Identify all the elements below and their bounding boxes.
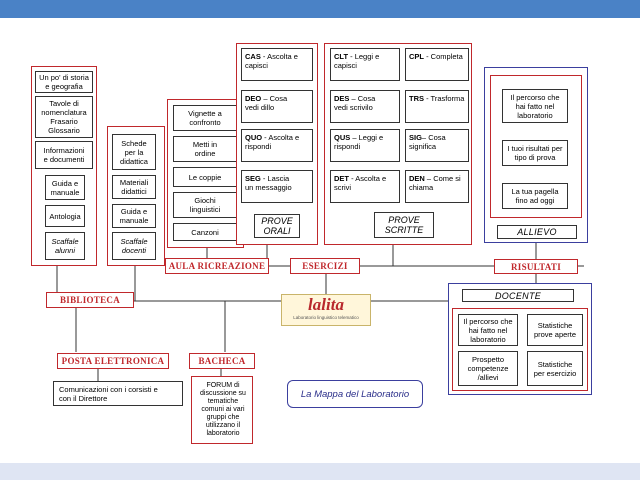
esercizio-separator: - (260, 174, 268, 183)
allievo-item-risultati[interactable]: I tuoi risultati per tipo di prova (502, 140, 568, 166)
biblioteca-item-storia[interactable]: Un po' di storia e geografia (35, 71, 93, 93)
scaffale-alunni[interactable]: Scaffale alunni (45, 232, 85, 260)
docente-item-percorso[interactable]: Il percorso che hai fatto nel laboratori… (458, 314, 518, 346)
esercizio-separator: - (260, 52, 268, 61)
esercizio-separator: - (424, 52, 431, 61)
esercizio-code: CLT (334, 52, 349, 61)
logo-word: lalita (308, 295, 344, 314)
posta-description: Comunicazioni con i corsisti e con il Di… (53, 381, 183, 406)
biblioteca-item-tavole[interactable]: Tavole di nomenclatura Frasario Glossari… (35, 96, 93, 138)
aula-item-vignette[interactable]: Vignette a confronto (173, 105, 237, 131)
esercizio-code: QUO (245, 133, 263, 142)
esercizio-code: SIG (409, 133, 422, 142)
bacheca-forum[interactable]: FORUM di discussione su tematiche comuni… (195, 378, 251, 442)
esercizio-text: Lascia un messaggio (245, 174, 292, 192)
biblioteca-item-guida-docenti[interactable]: Guida e manuale (112, 204, 156, 228)
esercizio-text: Leggi e rispondi (334, 133, 384, 151)
esercizio-trs[interactable]: TRS - Trasforma (405, 90, 469, 123)
docente-item-statistiche[interactable]: Statistiche per esercizio (527, 351, 583, 386)
docente-item-prove-aperte[interactable]: Statistiche prove aperte (527, 314, 583, 346)
biblioteca-item-materiali[interactable]: Materiali didattici (112, 175, 156, 199)
bottom-band (0, 463, 640, 480)
esercizio-code: SEG (245, 174, 261, 183)
map-title: La Mappa del Laboratorio (287, 380, 423, 408)
esercizio-separator: – (261, 94, 270, 103)
aula-item-giochi[interactable]: Giochi linguistici (173, 192, 237, 218)
logo-subtitle: Laboratorio linguistico telematico (293, 315, 359, 320)
esercizio-separator: – (349, 94, 358, 103)
esercizio-separator: – (424, 174, 434, 183)
allievo-item-pagella[interactable]: La tua pagella fino ad oggi (502, 183, 568, 209)
esercizio-text: Come si chiama (409, 174, 461, 192)
esercizio-text: Completa (430, 52, 463, 61)
esercizio-separator: – (421, 133, 429, 142)
docente-label[interactable]: DOCENTE (462, 289, 574, 302)
posta-elettronica-label[interactable]: POSTA ELETTRONICA (57, 353, 169, 369)
aula-item-coppie[interactable]: Le coppie (173, 167, 237, 187)
esercizio-text: Cosa significa (409, 133, 446, 151)
esercizio-separator: - (424, 94, 431, 103)
esercizio-code: DEN (409, 174, 425, 183)
aula-item-metti[interactable]: Metti in ordine (173, 136, 237, 162)
lalita-logo[interactable]: lalita Laboratorio linguistico telematic… (281, 294, 371, 326)
esercizio-clt[interactable]: CLT - Leggi e capisci (330, 48, 400, 81)
esercizio-des[interactable]: DES – Cosa vedi scrivilo (330, 90, 400, 123)
biblioteca-item-antologia[interactable]: Antologia (45, 205, 85, 227)
esercizio-text: Ascolta e scrivi (334, 174, 387, 192)
docente-item-competenze[interactable]: Prospetto competenze /allievi (458, 351, 518, 386)
esercizio-quo[interactable]: QUO - Ascolta e rispondi (241, 129, 313, 162)
esercizio-code: CAS (245, 52, 261, 61)
esercizio-separator: - (349, 174, 356, 183)
esercizio-cpl[interactable]: CPL - Completa (405, 48, 469, 81)
esercizio-sig[interactable]: SIG– Cosa significa (405, 129, 469, 162)
esercizio-text: Cosa vedi dillo (245, 94, 288, 112)
allievo-label[interactable]: ALLIEVO (497, 225, 577, 239)
esercizio-code: DET (334, 174, 349, 183)
esercizio-den[interactable]: DEN – Come si chiama (405, 170, 469, 203)
esercizio-code: QUS (334, 133, 351, 142)
allievo-item-percorso[interactable]: Il percorso che hai fatto nel laboratori… (502, 89, 568, 123)
esercizio-text: Trasforma (430, 94, 465, 103)
prove-scritte-label[interactable]: PROVE SCRITTE (374, 212, 434, 238)
esercizio-text: Leggi e capisci (334, 52, 380, 70)
biblioteca-item-informazioni[interactable]: Informazioni e documenti (35, 141, 93, 169)
esercizio-separator: - (348, 52, 355, 61)
esercizio-separator: – (350, 133, 359, 142)
esercizio-code: DEO (245, 94, 262, 103)
esercizio-text: Cosa vedi scrivilo (334, 94, 376, 112)
esercizio-deo[interactable]: DEO – Cosa vedi dillo (241, 90, 313, 123)
esercizio-code: TRS (409, 94, 424, 103)
biblioteca-label[interactable]: BIBLIOTECA (46, 292, 134, 308)
esercizio-qus[interactable]: QUS – Leggi e rispondi (330, 129, 400, 162)
esercizio-code: DES (334, 94, 350, 103)
esercizio-code: CPL (409, 52, 424, 61)
esercizio-text: Ascolta e capisci (245, 52, 298, 70)
risultati-label[interactable]: RISULTATI (494, 259, 578, 274)
esercizio-cas[interactable]: CAS - Ascolta e capisci (241, 48, 313, 81)
prove-orali-label[interactable]: PROVE ORALI (254, 214, 300, 238)
esercizio-det[interactable]: DET - Ascolta e scrivi (330, 170, 400, 203)
esercizio-separator: - (262, 133, 269, 142)
esercizi-label[interactable]: ESERCIZI (290, 258, 360, 274)
top-band (0, 0, 640, 18)
esercizio-seg[interactable]: SEG - Lascia un messaggio (241, 170, 313, 203)
bacheca-label[interactable]: BACHECA (189, 353, 255, 369)
aula-item-canzoni[interactable]: Canzoni (173, 223, 237, 241)
esercizio-text: Ascolta e rispondi (245, 133, 300, 151)
scaffale-docenti[interactable]: Scaffale docenti (112, 232, 156, 260)
biblioteca-item-schede[interactable]: Schede per la didattica (112, 134, 156, 170)
aula-ricreazione-label[interactable]: AULA RICREAZIONE (165, 258, 269, 274)
biblioteca-item-guida[interactable]: Guida e manuale (45, 175, 85, 200)
